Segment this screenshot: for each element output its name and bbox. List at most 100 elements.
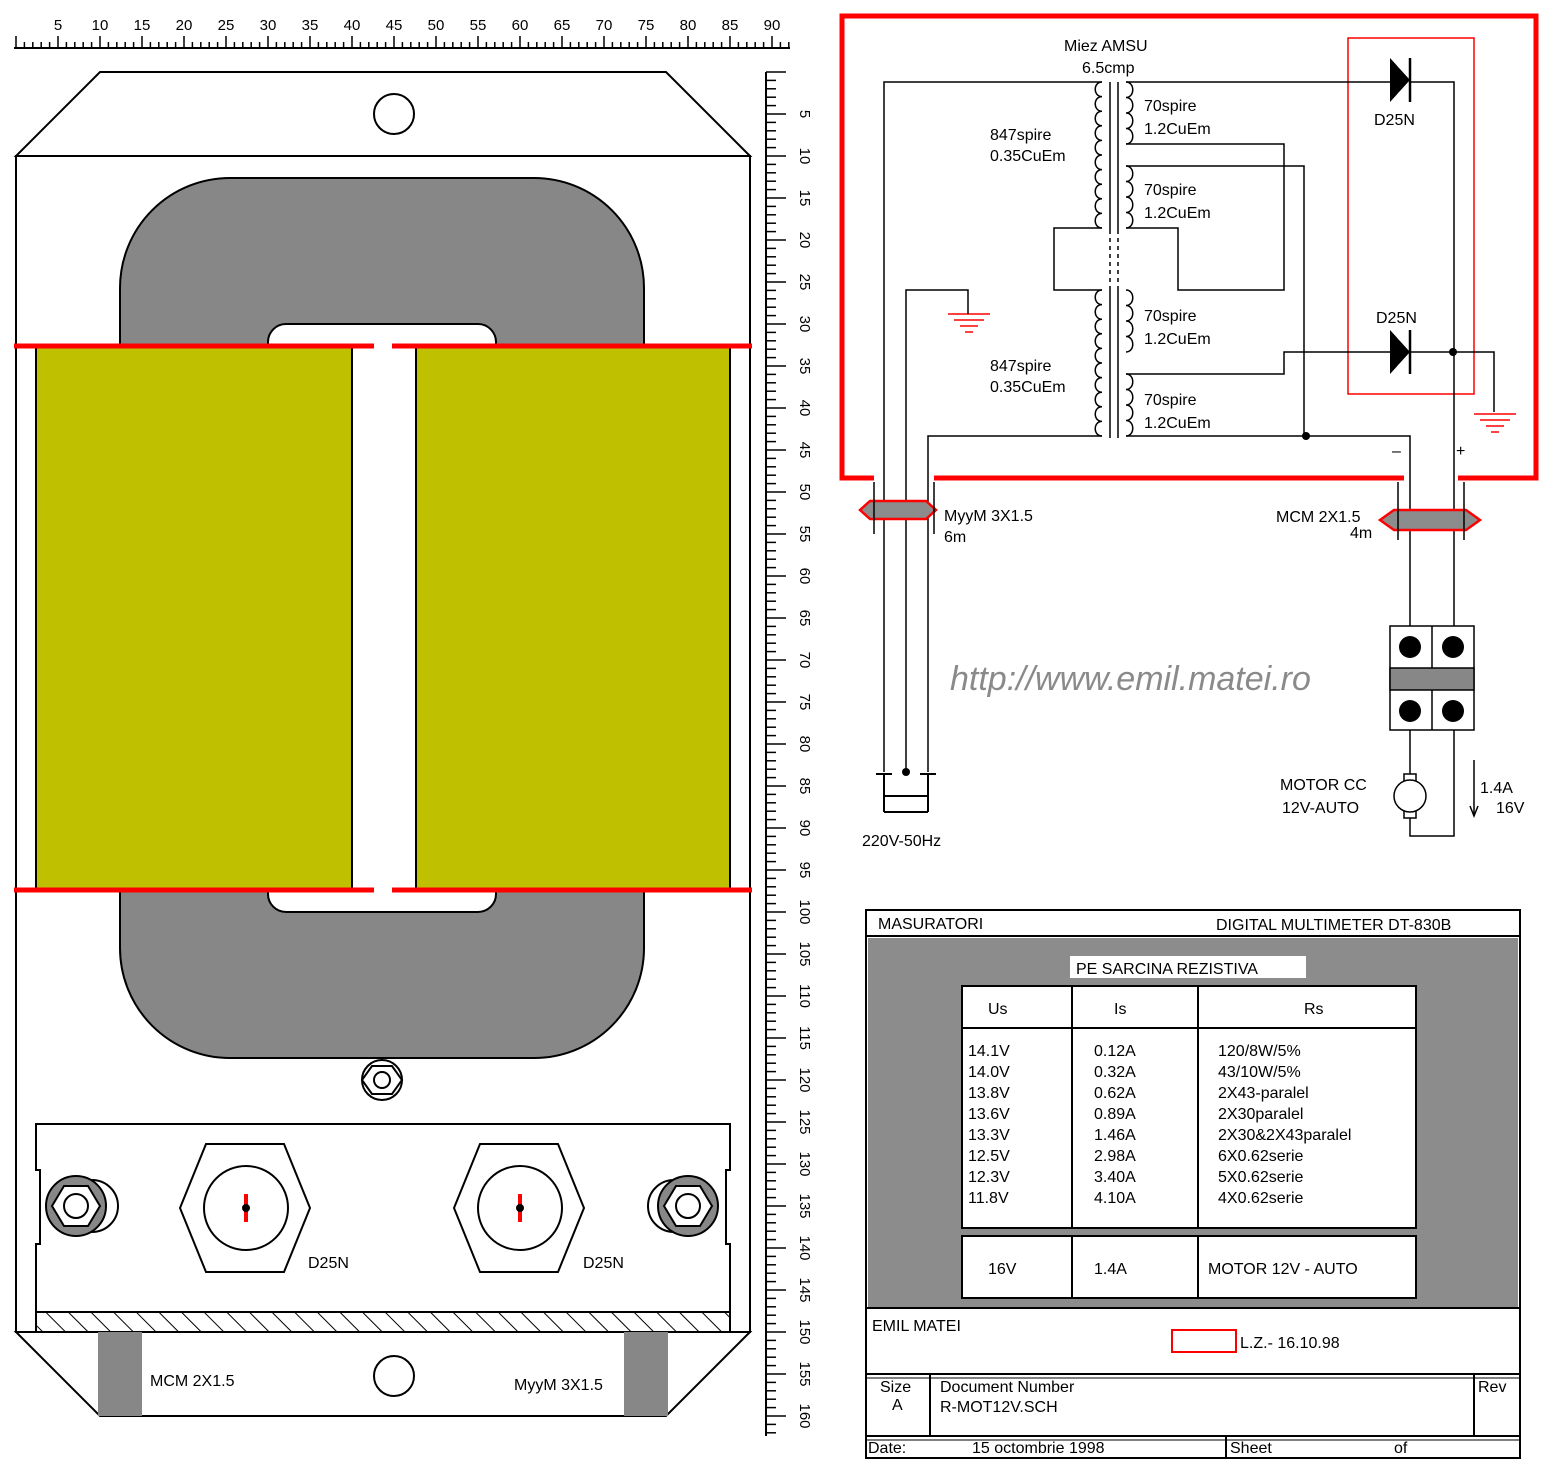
size-value: A xyxy=(892,1397,903,1414)
diode-stud-right xyxy=(452,1143,586,1273)
ruler-side-label: 60 xyxy=(796,568,813,585)
size-label: Size xyxy=(880,1379,911,1396)
cable-entry-left xyxy=(98,1332,142,1416)
nut-left xyxy=(45,1175,119,1237)
enclosure-outline xyxy=(839,13,1539,481)
coil-right xyxy=(415,345,731,891)
instrument-name: DIGITAL MULTIMETER DT-830B xyxy=(1216,917,1451,934)
ruler-side-label: 25 xyxy=(796,274,813,291)
nut-right xyxy=(647,1175,719,1237)
ruler-side-label: 125 xyxy=(796,1109,813,1134)
table-cell: 14.1V xyxy=(968,1043,1010,1060)
ruler-side-label: 45 xyxy=(796,442,813,459)
ruler-top-label: 85 xyxy=(722,17,739,34)
date-label: Date: xyxy=(868,1440,906,1457)
table-cell: 2X43-paralel xyxy=(1218,1085,1309,1102)
ruler-side-label: 100 xyxy=(796,899,813,924)
table-cell: 4X0.62serie xyxy=(1218,1190,1303,1207)
ruler-side-label: 10 xyxy=(796,148,813,165)
ruler-top-label: 45 xyxy=(386,17,403,34)
ruler-top-label: 65 xyxy=(554,17,571,34)
measurement-table xyxy=(961,985,1417,1229)
ruler-side-label: 30 xyxy=(796,316,813,333)
ground-primary xyxy=(948,306,990,333)
ruler-top-label: 50 xyxy=(428,17,445,34)
table-cell: 14.0V xyxy=(968,1064,1010,1081)
ruler-top-label: 75 xyxy=(638,17,655,34)
table-cell: 3.40A xyxy=(1094,1169,1136,1186)
ruler-top-label: 25 xyxy=(218,17,235,34)
ruler-side-label: 90 xyxy=(796,820,813,837)
ruler-side-label: 40 xyxy=(796,400,813,417)
ruler-side-label: 50 xyxy=(796,484,813,501)
ruler-side-label: 145 xyxy=(796,1277,813,1302)
header-is: Is xyxy=(1114,1001,1126,1018)
ruler-side-label: 140 xyxy=(796,1235,813,1260)
primary-1-turns: 847spire xyxy=(990,127,1051,144)
ruler-top-label: 80 xyxy=(680,17,697,34)
measurement-subtitle: PE SARCINA REZISTIVA xyxy=(1076,961,1258,978)
table-cell: 5X0.62serie xyxy=(1218,1169,1303,1186)
core-area: 6.5cmp xyxy=(1082,60,1135,77)
ruler-side-label: 110 xyxy=(796,984,813,1008)
cable-gland-in xyxy=(858,499,938,521)
ruler-side-label: 160 xyxy=(796,1403,813,1428)
ruler-side-label: 130 xyxy=(796,1151,813,1176)
heatsink-outline xyxy=(1347,37,1475,395)
revision-box xyxy=(1171,1329,1237,1353)
table-cell: 13.3V xyxy=(968,1127,1010,1144)
table-cell: 13.8V xyxy=(968,1085,1010,1102)
secondary-4-turns: 70spire xyxy=(1144,392,1197,409)
cable-in-length: 6m xyxy=(944,529,966,546)
mounting-hole-bottom xyxy=(373,1355,415,1397)
ruler-side-label: 135 xyxy=(796,1193,813,1218)
ruler-top-label: 60 xyxy=(512,17,529,34)
motor-current: 1.4A xyxy=(1480,780,1513,797)
diode-bottom-label: D25N xyxy=(1376,310,1417,327)
motor-voltage: 16V xyxy=(1496,800,1525,817)
ruler-top-label: 30 xyxy=(260,17,277,34)
motor-row-load: MOTOR 12V - AUTO xyxy=(1208,1261,1358,1278)
cable-gland-out xyxy=(1377,508,1483,532)
mains-label: 220V-50Hz xyxy=(862,833,941,850)
secondary-coil-2 xyxy=(1125,165,1134,229)
ruler-side-label: 65 xyxy=(796,610,813,627)
rev-label: Rev xyxy=(1478,1379,1506,1396)
coil-left xyxy=(35,345,353,891)
measurements-title: MASURATORI xyxy=(878,916,983,933)
cable-in-name: MyyM 3X1.5 xyxy=(944,508,1033,525)
secondary-4-wire: 1.2CuEm xyxy=(1144,415,1211,432)
transformer-layout: D25N D25N MCM 2X1.5 MyyM 3X1.5 xyxy=(13,71,753,1417)
junction-2 xyxy=(1449,348,1457,356)
author: EMIL MATEI xyxy=(872,1318,961,1335)
of-label: of xyxy=(1394,1440,1408,1457)
motor-row-current: 1.4A xyxy=(1094,1261,1127,1278)
ruler-side-label: 95 xyxy=(796,862,813,879)
schematic: Miez AMSU 6.5cmp 847spire 0.35CuEm 847sp… xyxy=(839,13,1539,850)
motor-row-voltage: 16V xyxy=(988,1261,1017,1278)
cable-right-label: MyyM 3X1.5 xyxy=(514,1377,603,1394)
ruler-side-label: 80 xyxy=(796,736,813,753)
primary-2-turns: 847spire xyxy=(990,358,1051,375)
motor-label-2: 12V-AUTO xyxy=(1282,800,1359,817)
ruler-side-label: 5 xyxy=(796,110,813,118)
plus-label: + xyxy=(1456,443,1465,460)
cable-out-length: 4m xyxy=(1350,525,1372,542)
ruler-side-label: 120 xyxy=(796,1067,813,1092)
table-cell: 0.89A xyxy=(1094,1106,1136,1123)
cable-out-name: MCM 2X1.5 xyxy=(1276,509,1361,526)
table-cell: 2X30&2X43paralel xyxy=(1218,1127,1351,1144)
primary-1-wire: 0.35CuEm xyxy=(990,148,1066,165)
cable-left-label: MCM 2X1.5 xyxy=(150,1373,235,1390)
primary-2-wire: 0.35CuEm xyxy=(990,379,1066,396)
secondary-coil-1 xyxy=(1125,81,1134,145)
header-rs: Rs xyxy=(1304,1001,1324,1018)
primary-coil-1 xyxy=(1094,81,1103,229)
docnum-label: Document Number xyxy=(940,1379,1075,1396)
table-cell: 13.6V xyxy=(968,1106,1010,1123)
diode-stud-left xyxy=(178,1143,312,1273)
ruler-side-label: 35 xyxy=(796,358,813,375)
secondary-coil-4 xyxy=(1125,373,1134,437)
side-ruler: 5101520253035404550556065707580859095100… xyxy=(765,71,813,1436)
ruler-side-label: 55 xyxy=(796,526,813,543)
